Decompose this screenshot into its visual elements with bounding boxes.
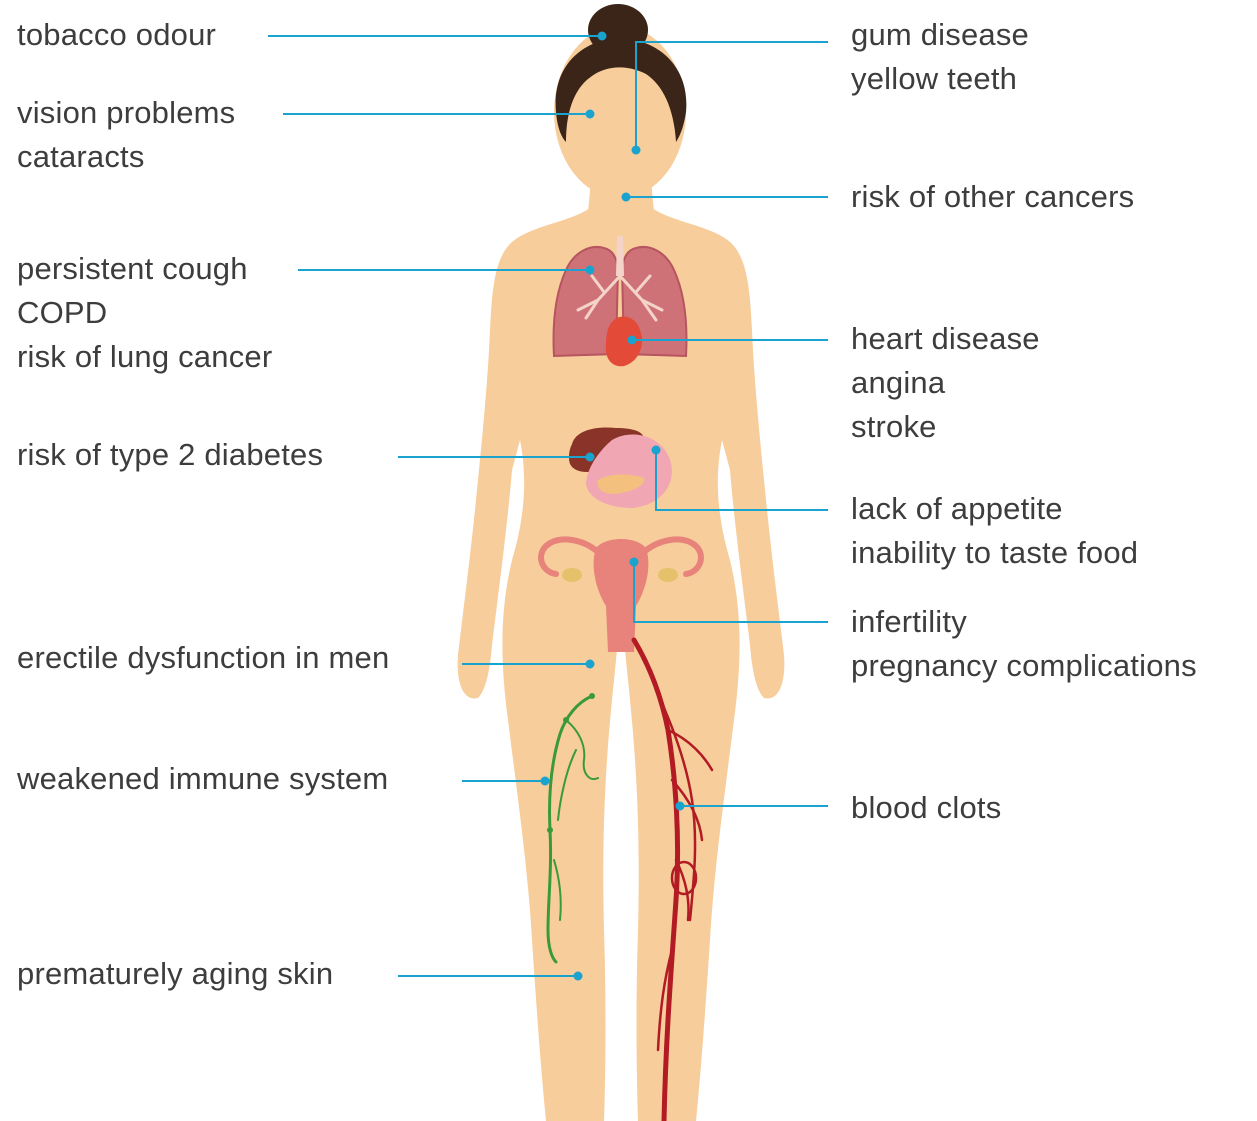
label-vision: vision problems cataracts (17, 91, 235, 179)
label-line: cataracts (17, 135, 235, 179)
label-line: infertility (851, 600, 1197, 644)
label-line: weakened immune system (17, 757, 388, 801)
label-diabetes: risk of type 2 diabetes (17, 433, 323, 477)
label-heart: heart disease angina stroke (851, 317, 1040, 449)
label-immune: weakened immune system (17, 757, 388, 801)
label-line: risk of other cancers (851, 175, 1134, 219)
label-gum: gum disease yellow teeth (851, 13, 1029, 101)
label-line: angina (851, 361, 1040, 405)
label-line: risk of lung cancer (17, 335, 272, 379)
label-line: heart disease (851, 317, 1040, 361)
label-line: yellow teeth (851, 57, 1029, 101)
label-line: risk of type 2 diabetes (17, 433, 323, 477)
label-line: erectile dysfunction in men (17, 636, 389, 680)
label-line: gum disease (851, 13, 1029, 57)
label-line: tobacco odour (17, 13, 216, 57)
label-erectile: erectile dysfunction in men (17, 636, 389, 680)
label-tobacco: tobacco odour (17, 13, 216, 57)
label-line: vision problems (17, 91, 235, 135)
label-cough: persistent cough COPD risk of lung cance… (17, 247, 272, 379)
label-fertility: infertility pregnancy complications (851, 600, 1197, 688)
label-line: inability to taste food (851, 531, 1138, 575)
label-line: prematurely aging skin (17, 952, 333, 996)
label-line: COPD (17, 291, 272, 335)
label-clots: blood clots (851, 786, 1001, 830)
label-skin: prematurely aging skin (17, 952, 333, 996)
label-line: persistent cough (17, 247, 272, 291)
label-line: lack of appetite (851, 487, 1138, 531)
label-appetite: lack of appetite inability to taste food (851, 487, 1138, 575)
label-line: stroke (851, 405, 1040, 449)
label-line: pregnancy complications (851, 644, 1197, 688)
label-cancers: risk of other cancers (851, 175, 1134, 219)
label-line: blood clots (851, 786, 1001, 830)
